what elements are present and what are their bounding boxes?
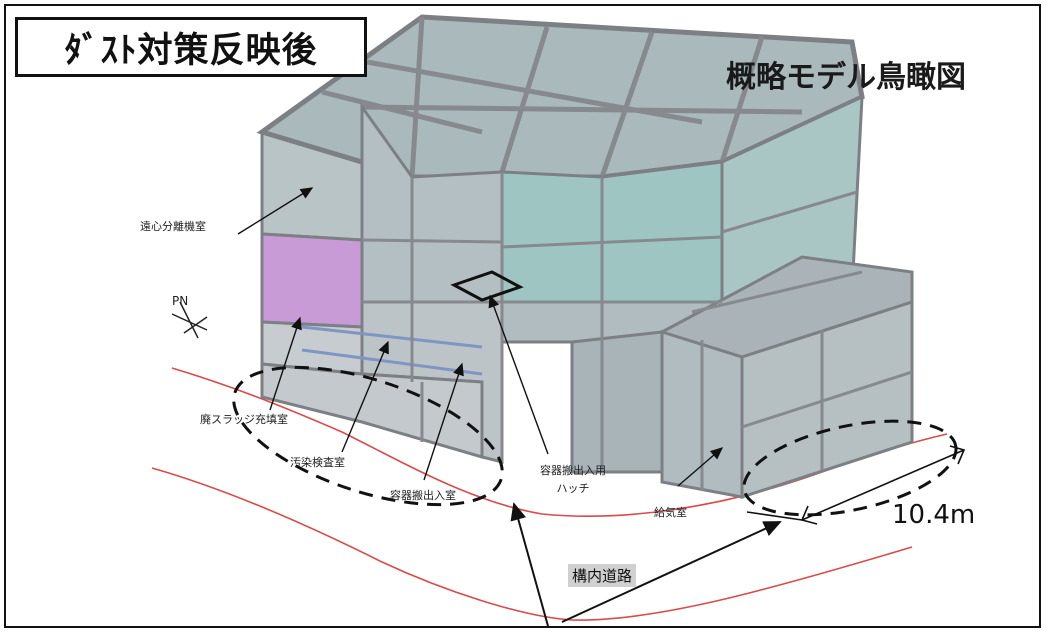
dashed-ellipse-right (742, 419, 958, 517)
hatch-opening (450, 270, 524, 302)
dimension-label: 10.4m (892, 500, 976, 530)
diagram-subtitle: 概略モデル鳥瞰図 (726, 60, 966, 95)
label-air-supply-room: 給気室 (654, 506, 687, 519)
label-container-room: 容器搬出入室 (390, 489, 456, 502)
figure-frame: ﾀﾞｽﾄ対策反映後 概略モデル鳥瞰図 PN 遠心分離機室 廃スラッジ充填室 汚染… (4, 4, 1041, 628)
bird-eye-model (151, 14, 966, 627)
road-label: 構内道路 (568, 564, 637, 587)
label-hatch-line2: ハッチ (556, 482, 590, 495)
center-front-block (570, 330, 664, 474)
front-platform (260, 362, 484, 459)
label-contamination-room: 汚染検査室 (290, 456, 345, 469)
road-line-lower (151, 467, 913, 621)
building-model (256, 14, 914, 500)
dashed-ellipse-left (232, 365, 504, 507)
page-title: ﾀﾞｽﾄ対策反映後 (15, 17, 367, 77)
label-sludge-room: 廃スラッジ充填室 (200, 413, 288, 426)
north-label: PN (172, 294, 189, 308)
mid-right-upper (500, 160, 724, 304)
label-hatch: 容器搬出入用 ハッチ (528, 462, 618, 498)
left-lower-face (260, 232, 364, 329)
north-symbol (171, 301, 208, 339)
label-centrifuge-room: 遠心分離機室 (140, 220, 206, 233)
label-hatch-line1: 容器搬出入用 (540, 464, 606, 477)
